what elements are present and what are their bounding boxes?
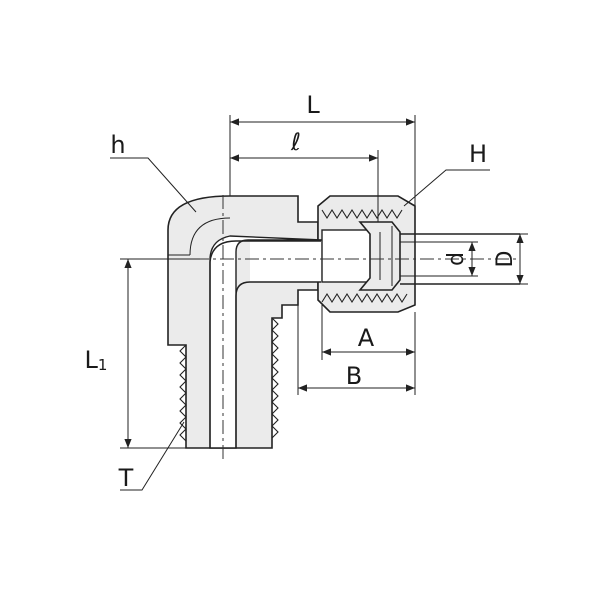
label-T: T xyxy=(118,464,134,492)
label-H: H xyxy=(469,140,487,168)
leader-h xyxy=(110,157,197,213)
label-d: d xyxy=(444,252,469,266)
label-B: B xyxy=(346,362,362,390)
leader-H xyxy=(403,169,490,207)
nut-thread-top xyxy=(321,208,403,220)
nut-thread-bottom xyxy=(321,292,408,304)
label-L1-main: L xyxy=(85,346,99,374)
leader-T xyxy=(120,421,185,491)
elbow-bore-fill xyxy=(250,241,321,282)
male-thread-right xyxy=(271,317,279,439)
label-L: L xyxy=(306,91,320,119)
label-L1: L1 xyxy=(85,346,108,374)
label-l: ℓ xyxy=(290,128,301,156)
label-A: A xyxy=(358,324,375,352)
bore-inner-corner xyxy=(235,281,251,297)
elbow-curve-line xyxy=(189,217,231,256)
elbow-body xyxy=(167,195,319,449)
bore-outer-corner xyxy=(209,240,237,263)
label-h: h xyxy=(110,131,125,159)
label-L1-sub: 1 xyxy=(98,356,108,374)
label-D: D xyxy=(493,251,518,268)
